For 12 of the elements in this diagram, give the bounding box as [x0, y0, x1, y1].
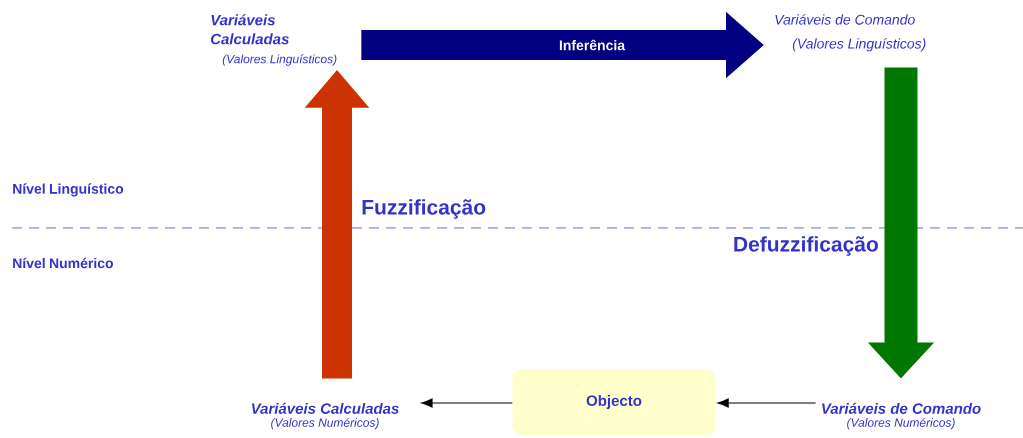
edge-label: Defuzzificação	[734, 236, 878, 256]
variable-label: Variáveis Calculadas (Valores Numéricos)	[251, 402, 399, 430]
level-label: Nível Linguístico	[13, 183, 124, 197]
variable-label: Variáveis de Comando (Valores Numéricos)	[822, 402, 981, 430]
variable-label: Variáveis de Comando (Valores Linguísticos)	[775, 14, 926, 52]
level-label: Nível Numérico	[13, 257, 114, 269]
variable-label: Variáveis Calculadas (Valores Linguísticos)	[210, 14, 337, 66]
object-box: Objecto	[512, 369, 716, 435]
arrow	[421, 398, 513, 408]
arrow	[717, 398, 817, 408]
edge-label: Inferência	[559, 39, 626, 51]
edge-label: Fuzzificação	[362, 199, 486, 219]
